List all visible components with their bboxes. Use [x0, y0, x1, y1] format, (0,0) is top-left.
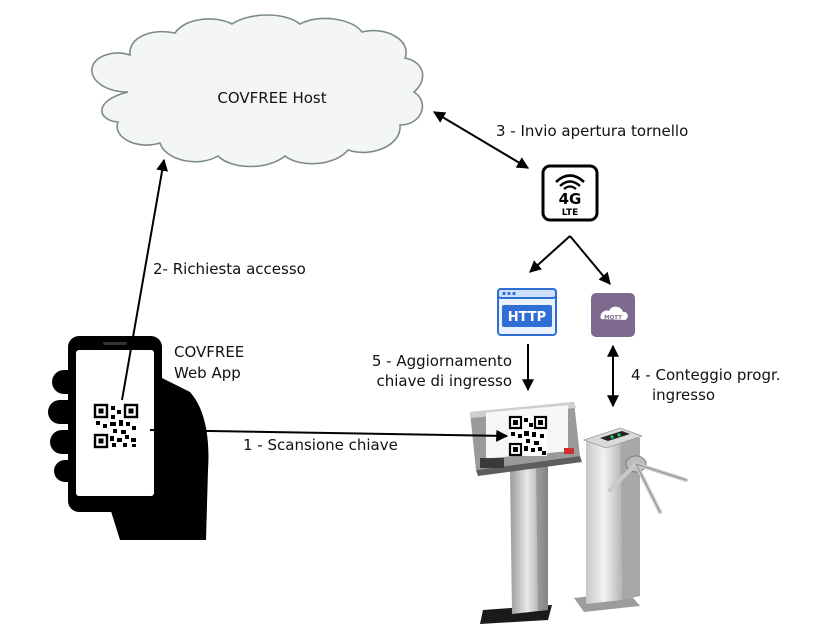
cloud-label: COVFREE Host: [217, 89, 326, 107]
phone-speaker: [103, 342, 127, 345]
mqtt-icon: MQTT: [591, 293, 635, 337]
lte-4g-icon: 4G LTE: [541, 164, 599, 222]
qr-code-icon: [93, 403, 139, 449]
kiosk-qr-code-icon: [508, 415, 548, 457]
step-labels: 1 - Scansione chiave 2- Richiesta access…: [153, 122, 781, 454]
step-2-label: 2- Richiesta accesso: [153, 260, 306, 278]
cloud-shape: [91, 14, 424, 168]
lte-small-text: LTE: [562, 208, 579, 218]
webapp-label-line2: Web App: [174, 364, 241, 382]
lte-big-text: 4G: [559, 190, 582, 208]
step-1-label: 1 - Scansione chiave: [243, 436, 398, 454]
http-text: HTTP: [508, 310, 546, 325]
kiosk: [470, 402, 582, 624]
turnstile: [574, 427, 688, 612]
arrow-lte-http: [529, 235, 571, 273]
arrow-1-scan: [149, 429, 509, 442]
webapp-label: COVFREE Web App: [174, 343, 244, 382]
step-4-label-line1: 4 - Conteggio progr.: [631, 366, 781, 384]
step-5-label-line1: 5 - Aggiornamento: [372, 352, 512, 370]
arrow-2-request: [121, 158, 169, 401]
arrows: [121, 111, 619, 442]
cloud-host: COVFREE Host: [91, 14, 424, 168]
step-3-label: 3 - Invio apertura tornello: [496, 122, 688, 140]
http-icon: HTTP: [497, 288, 557, 336]
step-4-label-line2: ingresso: [652, 386, 715, 404]
mqtt-text: MQTT: [604, 315, 622, 321]
arrow-3-open: [432, 111, 530, 169]
arrow-lte-mqtt: [569, 235, 611, 285]
step-5-label-line2: chiave di ingresso: [376, 372, 512, 390]
webapp-label-line1: COVFREE: [174, 343, 244, 361]
phone-in-hand: [48, 336, 209, 540]
